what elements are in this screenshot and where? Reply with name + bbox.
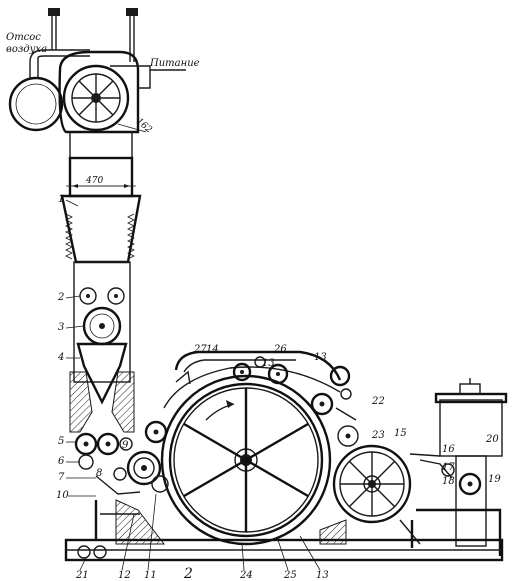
callout-12: 12: [118, 570, 131, 581]
callouts: 1 2 3 4 5 6 7 8 9 10 11 12 13 13 13 14 1…: [56, 194, 501, 581]
callout-2: 2: [57, 292, 64, 303]
figure-index: 2: [183, 566, 193, 581]
callout-17: 17: [442, 462, 455, 473]
callout-7: 7: [58, 472, 65, 483]
callout-8: 8: [96, 468, 102, 479]
callout-27: 27: [193, 344, 207, 355]
coiler: [409, 378, 508, 547]
callout-9: 9: [122, 440, 129, 451]
callout-16: 16: [442, 444, 455, 455]
callout-19: 19: [488, 474, 501, 485]
callout-6: 6: [58, 456, 65, 467]
top-assembly: [8, 8, 186, 158]
callout-21: 21: [75, 570, 89, 581]
captions: Отсос воздуха Питание 2: [6, 32, 200, 581]
callout-3: 3: [58, 322, 64, 333]
callout-23: 23: [371, 430, 385, 441]
dimension-470: 470: [85, 176, 103, 186]
callout-1: 1: [58, 194, 64, 205]
callout-13c: 13: [262, 358, 275, 369]
leader-lines: [65, 199, 321, 571]
main-cylinder: [160, 350, 342, 546]
doffer: [332, 407, 412, 524]
callout-18: 18: [442, 476, 455, 487]
callout-20: 20: [485, 434, 499, 445]
feed-fan: [62, 64, 130, 132]
feed-label: Питание: [149, 58, 200, 69]
air-suction-label-line1: Отсос: [6, 32, 41, 43]
top-flats: [144, 356, 352, 444]
callout-11: 11: [144, 570, 157, 581]
callout-22: 22: [371, 396, 385, 407]
callout-25: 25: [283, 570, 297, 581]
callout-5: 5: [58, 436, 64, 447]
suction-duct: [8, 76, 64, 132]
callout-10: 10: [56, 490, 69, 501]
callout-26: 26: [273, 344, 287, 355]
fan-housing: [58, 50, 140, 134]
machine-frame: [64, 499, 504, 562]
callout-4: 4: [57, 352, 64, 363]
callout-15: 15: [394, 428, 407, 439]
callout-24: 24: [239, 570, 253, 581]
air-suction-label-line2: воздуха: [6, 44, 47, 55]
callout-13b: 13: [316, 570, 329, 581]
chute-column: [60, 156, 142, 433]
callout-14: 14: [206, 344, 219, 355]
callout-13a: 13: [314, 352, 327, 363]
